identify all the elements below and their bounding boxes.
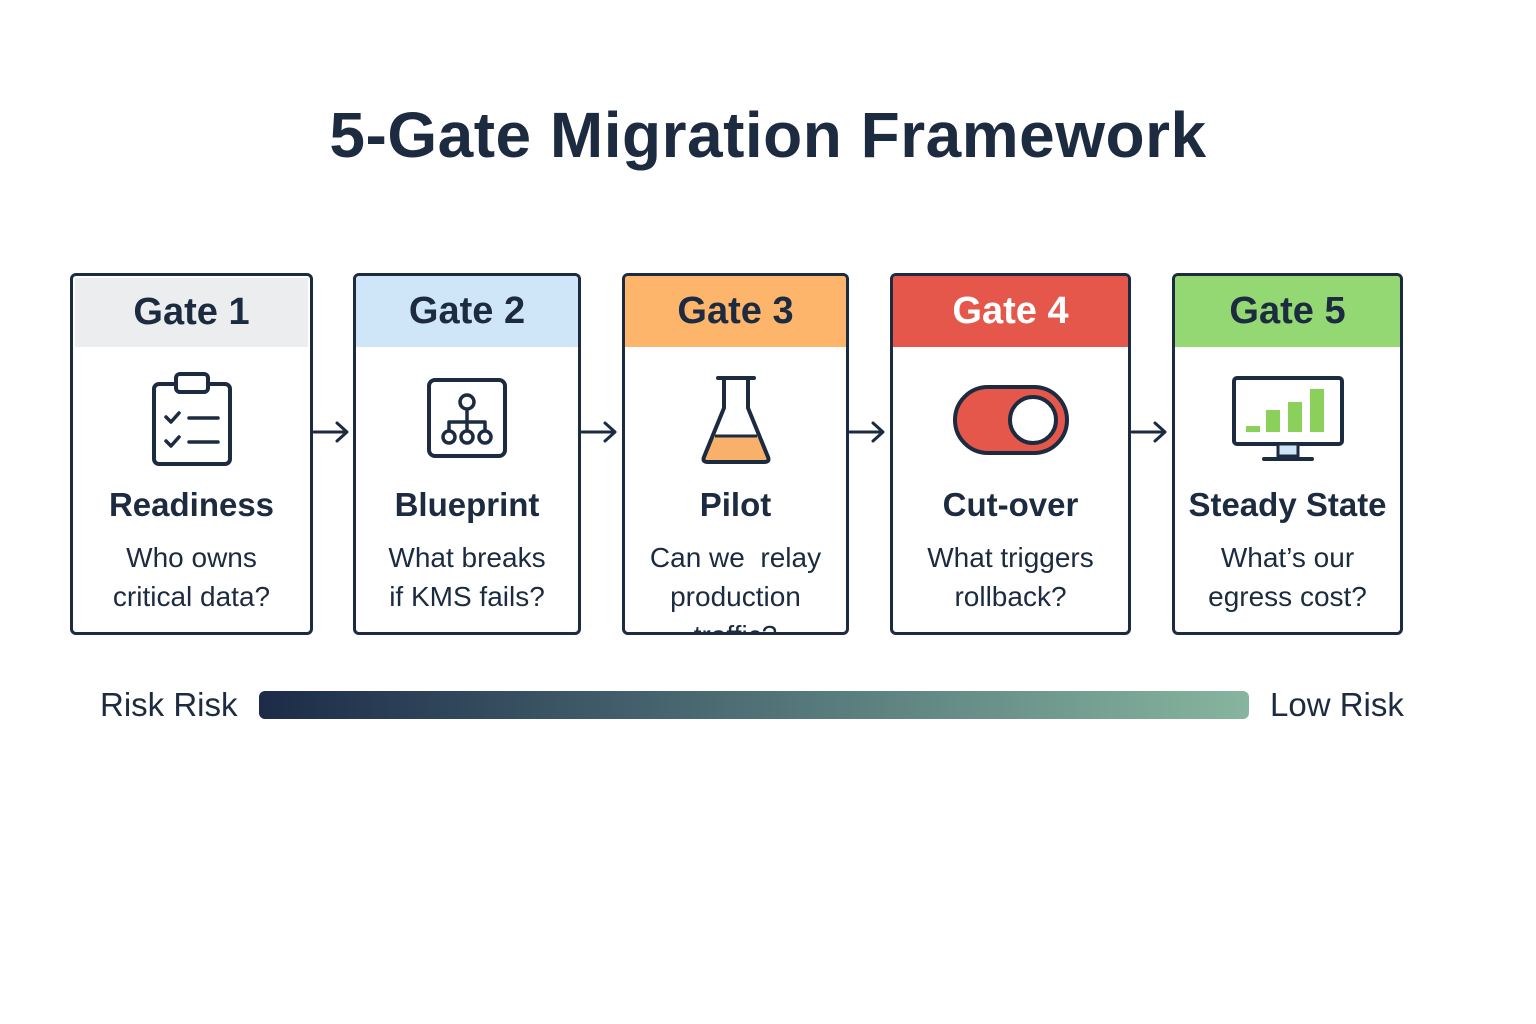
gate-question-5: What’s our egress cost?	[1175, 538, 1400, 616]
arrow-right-icon	[1130, 421, 1167, 443]
gate-question-line: What’s our	[1220, 542, 1355, 573]
gate-card-1: Gate 1 Readiness Who owns critical data?	[70, 273, 313, 635]
gate-header-4: Gate 4	[893, 276, 1128, 347]
page-title: 5-Gate Migration Framework	[329, 99, 1207, 171]
gate-question-2: What breaks if KMS fails?	[356, 538, 578, 616]
monitor-bar-chart-icon	[1175, 372, 1400, 468]
gate-name-3: Pilot	[699, 486, 772, 523]
gate-name-1: Readiness	[108, 486, 275, 523]
gate-card-2: Gate 2 Blueprint What breaks if KMS fail…	[353, 273, 581, 635]
gate-question-line: rollback?	[954, 581, 1067, 612]
gate-card-5: Gate 5 Steady State What’s our egress co…	[1172, 273, 1403, 635]
gate-question-line: critical data?	[112, 581, 271, 612]
gate-question-line: What breaks	[388, 542, 546, 573]
gate-question-1: Who owns critical data?	[73, 538, 310, 616]
risk-scale-right-label: Low Risk	[1270, 686, 1404, 723]
hierarchy-diagram-icon	[356, 372, 578, 468]
gate-card-3: Gate 3 Pilot Can we relay production tra…	[622, 273, 849, 635]
gate-question-line: What triggers	[927, 542, 1094, 573]
risk-gradient-bar	[259, 691, 1249, 719]
gate-question-line: egress cost?	[1208, 581, 1367, 612]
gate-question-line: Can we relay	[649, 542, 822, 573]
toggle-switch-icon	[893, 372, 1128, 468]
gate-header-3: Gate 3	[625, 276, 846, 347]
gate-label-3: Gate 3	[677, 290, 794, 332]
gate-header-2: Gate 2	[356, 276, 578, 347]
gate-name-5: Steady State	[1188, 486, 1387, 523]
gate-name-4: Cut-over	[942, 486, 1079, 523]
gate-question-line: Who owns	[126, 542, 257, 573]
gate-question-4: What triggers rollback?	[893, 538, 1128, 616]
gate-label-1: Gate 1	[133, 291, 250, 333]
gate-question-line: if KMS fails?	[389, 581, 545, 612]
arrow-right-icon	[580, 421, 617, 443]
gate-question-line: production traffic?	[670, 581, 801, 632]
gate-label-5: Gate 5	[1229, 290, 1346, 332]
clipboard-checklist-icon	[73, 372, 310, 468]
gate-question-3: Can we relay production traffic?	[625, 538, 846, 632]
arrow-right-icon	[848, 421, 885, 443]
gate-card-4: Gate 4 Cut-over What triggers rollback?	[890, 273, 1131, 635]
gate-label-2: Gate 2	[408, 290, 526, 332]
arrow-right-icon	[312, 421, 349, 443]
gate-header-5: Gate 5	[1175, 276, 1400, 347]
gate-label-4: Gate 4	[952, 290, 1069, 332]
risk-scale-left-label: Risk Risk	[100, 686, 238, 723]
gate-name-2: Blueprint	[394, 486, 540, 523]
flask-icon	[625, 372, 846, 468]
gate-header-1: Gate 1	[75, 278, 308, 347]
